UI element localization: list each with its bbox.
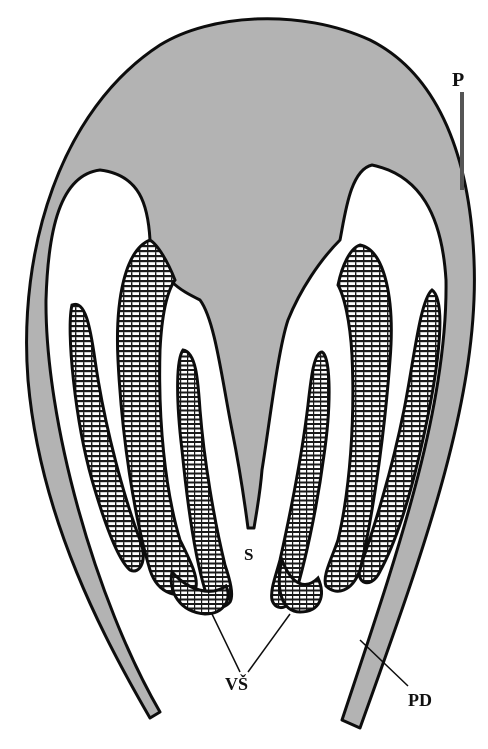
label-vs: VŠ <box>225 673 248 694</box>
label-p: P <box>452 69 464 91</box>
vs-pointer-left <box>212 614 240 672</box>
label-s: S <box>244 545 253 564</box>
vs-pointer-right <box>248 614 290 672</box>
label-pd: PD <box>408 690 432 710</box>
